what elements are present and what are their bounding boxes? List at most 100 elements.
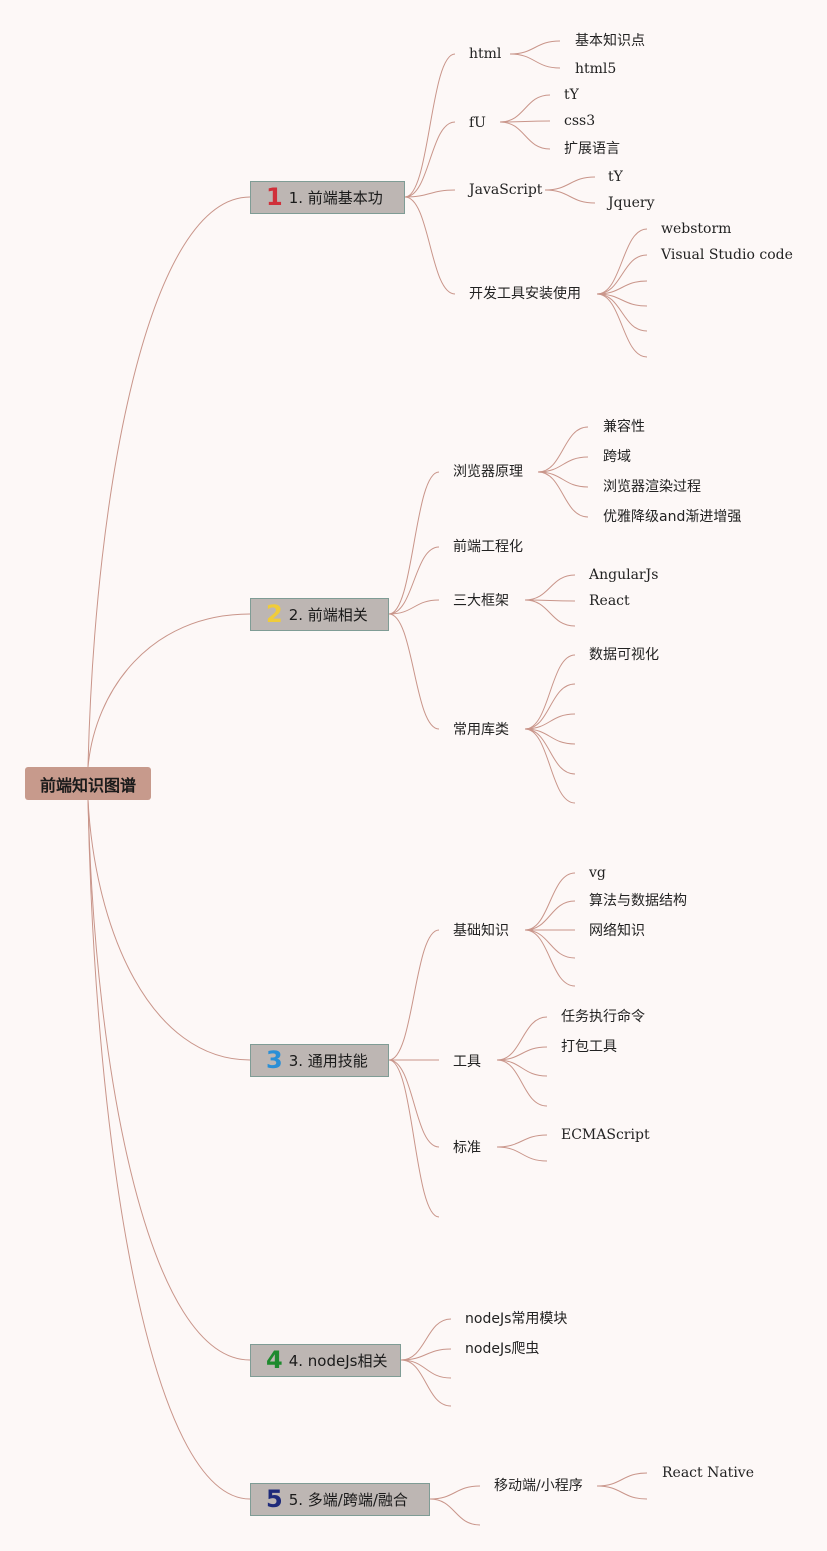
connector-line bbox=[596, 280, 648, 295]
connector-line bbox=[524, 728, 576, 804]
connector-line bbox=[496, 1016, 548, 1061]
branch-5-node[interactable]: 5 5. 多端/跨端/融合 bbox=[250, 1483, 430, 1516]
node-frontend-engineering[interactable]: 前端工程化 bbox=[453, 539, 523, 555]
node-basic-knowledge[interactable]: 基本知识点 bbox=[575, 33, 645, 49]
node-fundamentals[interactable]: 基础知识 bbox=[453, 923, 509, 939]
node-graceful-degradation[interactable]: 优雅降级and渐进增强 bbox=[603, 509, 742, 525]
root-node[interactable]: 前端知识图谱 bbox=[25, 767, 151, 800]
connector-line bbox=[388, 929, 440, 1061]
node-jquery[interactable]: Jquery bbox=[608, 195, 655, 211]
connector-line bbox=[544, 189, 596, 204]
connector-line bbox=[388, 613, 440, 730]
node-render-process[interactable]: 浏览器渲染过程 bbox=[603, 479, 701, 495]
node-css3[interactable]: css3 bbox=[564, 113, 596, 129]
node-react[interactable]: React bbox=[589, 593, 630, 609]
connector-line bbox=[509, 53, 561, 69]
node-angularjs[interactable]: AngularJs bbox=[589, 567, 659, 583]
node-vg[interactable]: vg bbox=[589, 865, 606, 881]
number-1-icon: 1 bbox=[266, 183, 283, 211]
branch-4-label: 4. nodeJs相关 bbox=[288, 1352, 388, 1370]
connector-line bbox=[496, 1046, 548, 1061]
node-ty-1[interactable]: tY bbox=[564, 87, 579, 103]
connector-line bbox=[404, 53, 456, 198]
connector-line bbox=[524, 929, 576, 987]
node-fu[interactable]: fU bbox=[469, 115, 486, 131]
connector-line bbox=[537, 471, 589, 488]
branch-3-node[interactable]: 3 3. 通用技能 bbox=[250, 1044, 389, 1077]
connector-line bbox=[87, 799, 251, 1061]
connector-line bbox=[400, 1359, 452, 1379]
connector-line bbox=[524, 654, 576, 730]
connector-line bbox=[499, 94, 551, 123]
connector-line bbox=[596, 293, 648, 307]
node-webstorm[interactable]: webstorm bbox=[661, 221, 732, 237]
node-bundlers[interactable]: 打包工具 bbox=[561, 1039, 617, 1055]
node-tools[interactable]: 工具 bbox=[453, 1054, 481, 1070]
connector-line bbox=[596, 228, 648, 295]
node-html[interactable]: html bbox=[469, 46, 502, 62]
node-html5[interactable]: html5 bbox=[575, 61, 617, 77]
connector-line bbox=[429, 1485, 481, 1500]
connector-line bbox=[524, 599, 576, 602]
branch-3-label: 3. 通用技能 bbox=[288, 1052, 368, 1070]
connector-line bbox=[524, 900, 576, 931]
node-standards[interactable]: 标准 bbox=[453, 1140, 481, 1156]
node-vscode[interactable]: Visual Studio code bbox=[661, 247, 793, 263]
connector-line bbox=[537, 456, 589, 473]
node-common-libraries[interactable]: 常用库类 bbox=[453, 722, 509, 738]
connector-line bbox=[496, 1146, 548, 1162]
connector-line bbox=[404, 121, 456, 198]
branch-5-label: 5. 多端/跨端/融合 bbox=[288, 1491, 408, 1509]
connector-line bbox=[388, 599, 440, 615]
connector-line bbox=[524, 574, 576, 601]
connector-line bbox=[537, 471, 589, 518]
node-nodejs-modules[interactable]: nodeJs常用模块 bbox=[465, 1311, 568, 1327]
node-three-frameworks[interactable]: 三大框架 bbox=[453, 593, 509, 609]
connector-line bbox=[499, 121, 551, 150]
node-compatibility[interactable]: 兼容性 bbox=[603, 419, 645, 435]
connector-line bbox=[87, 799, 251, 1500]
node-extension-languages[interactable]: 扩展语言 bbox=[564, 141, 620, 157]
node-ecmascript[interactable]: ECMAScript bbox=[561, 1127, 650, 1143]
connector-line bbox=[524, 872, 576, 931]
connector-line bbox=[524, 728, 576, 745]
connector-line bbox=[499, 120, 551, 123]
node-algorithms[interactable]: 算法与数据结构 bbox=[589, 893, 687, 909]
node-nodejs-crawler[interactable]: nodeJs爬虫 bbox=[465, 1341, 540, 1357]
branch-2-label: 2. 前端相关 bbox=[288, 606, 368, 624]
node-cross-domain[interactable]: 跨域 bbox=[603, 449, 631, 465]
node-task-commands[interactable]: 任务执行命令 bbox=[561, 1009, 645, 1025]
connector-line bbox=[524, 599, 576, 627]
connector-line bbox=[596, 1472, 648, 1487]
connector-line bbox=[596, 1485, 648, 1500]
connector-line bbox=[400, 1318, 452, 1361]
connector-line bbox=[524, 713, 576, 730]
connector-line bbox=[87, 613, 251, 768]
node-dev-tools[interactable]: 开发工具安装使用 bbox=[469, 286, 581, 302]
node-browser-principles[interactable]: 浏览器原理 bbox=[453, 464, 523, 480]
node-react-native[interactable]: React Native bbox=[662, 1465, 754, 1481]
number-2-icon: 2 bbox=[266, 600, 283, 628]
node-data-visualization[interactable]: 数据可视化 bbox=[589, 647, 659, 663]
branch-1-node[interactable]: 1 1. 前端基本功 bbox=[250, 181, 405, 214]
branch-4-node[interactable]: 4 4. nodeJs相关 bbox=[250, 1344, 401, 1377]
connector-line bbox=[388, 546, 440, 615]
connector-line bbox=[404, 196, 456, 295]
branch-1-label: 1. 前端基本功 bbox=[288, 189, 383, 207]
connector-line bbox=[87, 196, 251, 768]
connector-line bbox=[388, 471, 440, 615]
node-mobile-miniapp[interactable]: 移动端/小程序 bbox=[494, 1478, 583, 1494]
node-network[interactable]: 网络知识 bbox=[589, 923, 645, 939]
connector-line bbox=[388, 1059, 440, 1148]
branch-2-node[interactable]: 2 2. 前端相关 bbox=[250, 598, 389, 631]
number-4-icon: 4 bbox=[266, 1346, 283, 1374]
number-3-icon: 3 bbox=[266, 1046, 283, 1074]
connector-line bbox=[524, 728, 576, 775]
connector-line bbox=[400, 1348, 452, 1361]
number-5-icon: 5 bbox=[266, 1485, 283, 1513]
node-javascript[interactable]: JavaScript bbox=[469, 182, 543, 198]
connector-line bbox=[87, 799, 251, 1361]
connector-line bbox=[537, 426, 589, 473]
node-ty-2[interactable]: tY bbox=[608, 169, 623, 185]
connector-line bbox=[496, 1134, 548, 1148]
